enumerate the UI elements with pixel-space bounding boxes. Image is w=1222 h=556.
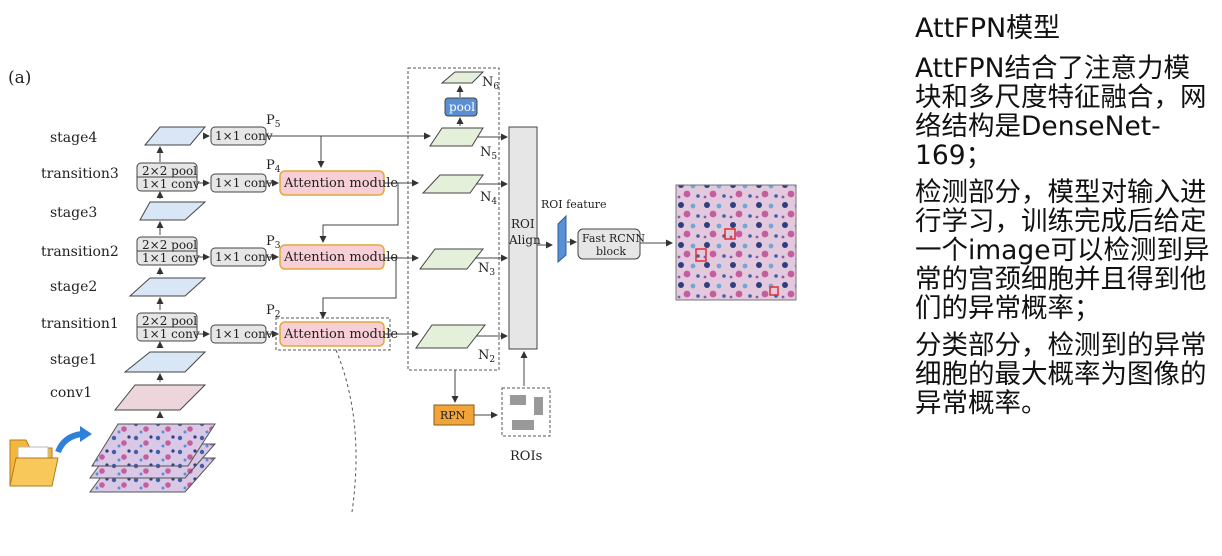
curved-arrow-icon [55, 426, 92, 454]
panel-label: (a) [8, 68, 31, 88]
label-stage3: stage3 [50, 205, 97, 221]
lateral-conv-p2-label: 1×1 conv [215, 327, 273, 341]
description-panel: AttFPN模型 AttFPN结合了注意力模块和多尺度特征融合，网络结构是Den… [915, 10, 1215, 426]
rois-label: ROIs [510, 449, 542, 464]
stage1-layer [123, 351, 207, 373]
output-cell-image [675, 184, 797, 301]
n3-layer [419, 248, 485, 270]
fast-rcnn-block [577, 228, 641, 260]
attention-module-p2-label: Attention module [283, 327, 398, 342]
roi-align-label-2: Align [508, 233, 541, 247]
roi-align-label-1: ROI [511, 217, 535, 231]
input-image-stack [89, 423, 217, 493]
conv1-layer [113, 384, 207, 411]
lateral-conv-p3-label: 1×1 conv [215, 250, 273, 264]
label-n5: N5 [480, 145, 497, 162]
fast-rcnn-label-2: block [596, 245, 626, 258]
label-n3: N3 [478, 261, 495, 278]
label-stage1: stage1 [50, 352, 97, 368]
transition3-block: 2×2 pool 1×1 conv [136, 162, 200, 192]
n2-layer [415, 324, 487, 349]
transition3-pool: 2×2 pool [142, 164, 197, 178]
label-transition1: transition1 [41, 316, 119, 332]
label-transition3: transition3 [41, 166, 119, 182]
rois-box [501, 387, 551, 437]
transition1-block: 2×2 pool 1×1 conv [136, 312, 200, 342]
label-n6: N6 [482, 75, 499, 92]
attention-module-p3-label: Attention module [283, 250, 398, 265]
label-stage2: stage2 [50, 279, 97, 295]
rpn-label: RPN [440, 409, 466, 422]
detection-box [724, 228, 736, 240]
label-transition2: transition2 [41, 244, 119, 260]
description-detection: 检测部分，模型对输入进行学习，训练完成后给定一个image可以检测到异常的宫颈细… [915, 177, 1210, 324]
attfpn-architecture-diagram: (a) stage4 transition3 stage3 transition… [8, 67, 797, 513]
n5-layer [429, 127, 484, 147]
fast-rcnn-label-1: Fast RCNN [582, 232, 645, 245]
stage3-layer [139, 201, 207, 221]
description-classification: 分类部分，检测到的异常细胞的最大概率为图像的异常概率。 [915, 330, 1207, 419]
label-p3: P3 [266, 234, 281, 251]
folder-icon [9, 439, 59, 487]
transition3-conv: 1×1 conv [142, 177, 200, 191]
detection-box [769, 286, 779, 296]
transition1-conv: 1×1 conv [142, 327, 200, 341]
attention-module-p4 [279, 170, 385, 196]
transition2-conv: 1×1 conv [142, 251, 200, 265]
label-p5: P5 [266, 113, 281, 130]
lateral-conv-p5-label: 1×1 conv [215, 129, 273, 143]
roi-feature-label: ROI feature [541, 198, 607, 211]
lateral-conv-p4-label: 1×1 conv [215, 176, 273, 190]
transition2-block: 2×2 pool 1×1 conv [136, 236, 200, 266]
stage2-layer [128, 277, 207, 297]
attention-module-p3 [279, 244, 385, 270]
transition2-pool: 2×2 pool [142, 238, 197, 252]
roi-feature [557, 214, 567, 264]
bottom-up-path-region [407, 67, 500, 371]
attention-module-p4-label: Attention module [283, 176, 398, 191]
label-n2: N2 [478, 348, 495, 365]
attention-module-p2 [279, 321, 385, 347]
label-p4: P4 [266, 158, 281, 175]
pool-block-label: pool [449, 100, 475, 114]
label-p2: P2 [266, 303, 280, 320]
detection-box [695, 248, 707, 262]
model-title: AttFPN模型 [915, 13, 1061, 44]
label-conv1: conv1 [50, 385, 92, 401]
transition1-pool: 2×2 pool [142, 314, 197, 328]
stage4-layer [143, 126, 207, 146]
pool-block [444, 97, 478, 117]
n6-layer [440, 71, 485, 84]
label-stage4: stage4 [50, 130, 97, 146]
roi-align-block [508, 126, 538, 350]
n4-layer [421, 174, 484, 194]
label-n4: N4 [480, 190, 497, 207]
description-architecture: AttFPN结合了注意力模块和多尺度特征融合，网络结构是DenseNet-169… [915, 53, 1207, 171]
attention-zoom-curve [335, 349, 357, 513]
